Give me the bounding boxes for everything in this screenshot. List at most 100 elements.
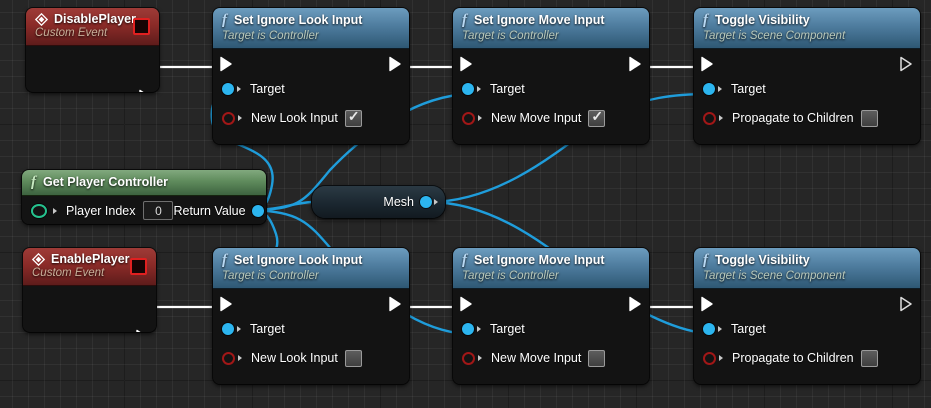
pin-row-target[interactable]: Target [694, 315, 920, 344]
event-diamond-icon [35, 12, 48, 26]
bool-input-pin[interactable] [462, 351, 475, 365]
node-subtitle: Target is Scene Component [703, 269, 846, 282]
pin-arrow-icon [237, 86, 245, 93]
object-output-pin[interactable] [251, 204, 264, 217]
exec-input-pin[interactable] [701, 56, 714, 71]
pin-row-propagate-to-children[interactable]: Propagate to Children [694, 104, 920, 133]
node-title: Get Player Controller [43, 175, 169, 190]
int-input-pin[interactable] [31, 203, 47, 218]
exec-input-pin[interactable] [460, 296, 473, 311]
node-set-ignore-look-input-top[interactable]: f Set Ignore Look Input Target is Contro… [213, 8, 409, 144]
pin-row-target[interactable]: Target [453, 75, 649, 104]
pin-label: Player Index [66, 203, 136, 218]
node-toggle-visibility-top[interactable]: f Toggle Visibility Target is Scene Comp… [694, 8, 920, 144]
bool-input-pin[interactable] [703, 351, 716, 365]
node-mesh-variable[interactable]: Mesh [312, 186, 445, 218]
bool-input-pin[interactable] [222, 111, 235, 125]
object-input-pin[interactable] [462, 323, 474, 336]
pin-arrow-icon [237, 326, 245, 333]
bool-input-pin[interactable] [703, 111, 716, 125]
delegate-output-pin[interactable] [133, 18, 150, 35]
pin-row-player-index[interactable]: Player Index 0 [31, 201, 174, 221]
object-input-pin[interactable] [222, 323, 234, 336]
exec-output-pin-unconnected[interactable] [900, 56, 913, 71]
exec-output-pin[interactable] [629, 56, 642, 71]
node-subtitle: Target is Controller [222, 269, 319, 282]
object-output-pin[interactable] [420, 196, 432, 208]
new-look-input-checkbox[interactable] [344, 349, 362, 367]
pin-label: Target [250, 82, 285, 97]
exec-input-pin[interactable] [701, 296, 714, 311]
node-title: Set Ignore Look Input [234, 13, 363, 28]
pin-label: Propagate to Children [732, 111, 854, 126]
delegate-output-pin[interactable] [130, 258, 147, 275]
object-input-pin[interactable] [703, 323, 715, 336]
node-set-ignore-move-input-bottom[interactable]: f Set Ignore Move Input Target is Contro… [453, 248, 649, 384]
node-set-ignore-move-input-top[interactable]: f Set Ignore Move Input Target is Contro… [453, 8, 649, 144]
node-get-player-controller[interactable]: f Get Player Controller Player Index 0 R… [22, 170, 266, 224]
node-subtitle: Custom Event [35, 27, 108, 39]
node-header: f Get Player Controller [22, 170, 266, 196]
pin-row-new-look-input[interactable]: New Look Input [213, 344, 409, 373]
bool-input-pin[interactable] [222, 351, 235, 365]
exec-input-pin[interactable] [460, 56, 473, 71]
pin-label: Target [490, 82, 525, 97]
node-header: f Set Ignore Look Input Target is Contro… [213, 248, 409, 289]
exec-input-pin[interactable] [220, 56, 233, 71]
new-move-input-checkbox[interactable] [588, 349, 606, 367]
exec-output-pin[interactable] [629, 296, 642, 311]
propagate-to-children-checkbox[interactable] [860, 349, 878, 367]
exec-output-pin[interactable] [139, 89, 152, 92]
node-subtitle: Target is Scene Component [703, 29, 846, 42]
object-input-pin[interactable] [703, 83, 715, 96]
node-subtitle: Custom Event [32, 267, 105, 279]
pin-row-return-value[interactable]: Return Value [173, 204, 266, 218]
exec-input-pin[interactable] [220, 296, 233, 311]
function-f-icon: f [222, 252, 227, 268]
new-move-input-checkbox[interactable]: ✓ [588, 108, 606, 127]
pin-arrow-icon [477, 86, 485, 93]
node-header: f Set Ignore Move Input Target is Contro… [453, 248, 649, 289]
pin-arrow-icon [718, 326, 726, 333]
pin-arrow-icon [238, 115, 246, 122]
pin-label: Return Value [173, 203, 246, 218]
exec-output-pin-unconnected[interactable] [900, 296, 913, 311]
pin-row-new-move-input[interactable]: New Move Input ✓ [453, 104, 649, 133]
node-enable-player-event[interactable]: EnablePlayer Custom Event [23, 248, 156, 332]
node-title: EnablePlayer [51, 252, 130, 266]
node-set-ignore-look-input-bottom[interactable]: f Set Ignore Look Input Target is Contro… [213, 248, 409, 384]
exec-output-pin[interactable] [389, 56, 402, 71]
node-header: f Toggle Visibility Target is Scene Comp… [694, 248, 920, 289]
pin-row-target[interactable]: Target [213, 75, 409, 104]
pin-arrow-icon [238, 355, 246, 362]
pin-arrow-icon [719, 115, 727, 122]
pin-row-new-look-input[interactable]: New Look Input ✓ [213, 104, 409, 133]
node-disable-player-event[interactable]: DisablePlayer Custom Event [26, 8, 159, 92]
node-header: f Set Ignore Look Input Target is Contro… [213, 8, 409, 49]
node-subtitle: Target is Controller [462, 29, 559, 42]
new-look-input-checkbox[interactable]: ✓ [344, 108, 362, 127]
pin-label: Target [731, 322, 766, 337]
node-toggle-visibility-bottom[interactable]: f Toggle Visibility Target is Scene Comp… [694, 248, 920, 384]
pin-row-new-move-input[interactable]: New Move Input [453, 344, 649, 373]
node-subtitle: Target is Controller [222, 29, 319, 42]
player-index-value[interactable]: 0 [143, 201, 174, 221]
exec-output-pin[interactable] [389, 296, 402, 311]
object-input-pin[interactable] [462, 83, 474, 96]
bool-input-pin[interactable] [462, 111, 475, 125]
object-input-pin[interactable] [222, 83, 234, 96]
pin-arrow-icon [719, 355, 727, 362]
pin-arrow-icon [477, 326, 485, 333]
function-f-icon: f [462, 12, 467, 28]
pin-row-target[interactable]: Target [213, 315, 409, 344]
pin-row-target[interactable]: Target [694, 75, 920, 104]
node-title: DisablePlayer [54, 12, 136, 26]
pin-label: Target [731, 82, 766, 97]
propagate-to-children-checkbox[interactable] [860, 109, 878, 127]
function-f-icon: f [31, 174, 36, 190]
pin-arrow-icon [478, 115, 486, 122]
pin-row-propagate-to-children[interactable]: Propagate to Children [694, 344, 920, 373]
exec-output-pin[interactable] [136, 329, 149, 332]
pin-row-target[interactable]: Target [453, 315, 649, 344]
